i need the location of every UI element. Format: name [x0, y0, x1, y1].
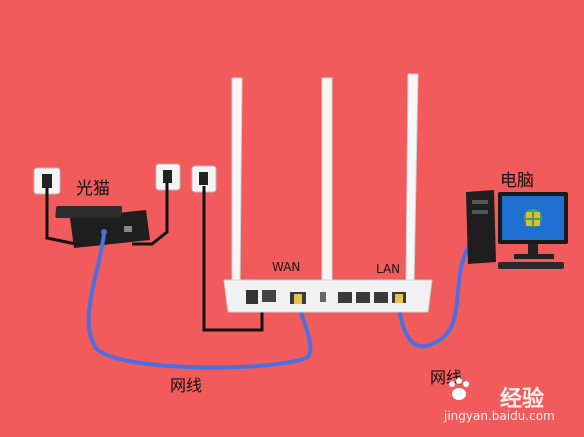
antenna-left	[231, 77, 243, 287]
wan-label: WAN	[272, 260, 301, 274]
modem-device	[55, 206, 150, 248]
lan-label: LAN	[376, 262, 401, 276]
router-power-cord	[202, 186, 264, 332]
cable-label-left: 网线	[170, 376, 203, 395]
modem-power-cord	[45, 188, 77, 246]
cable-modem-to-wan	[86, 232, 313, 370]
watermark-url: jingyan.baidu.com	[444, 409, 555, 423]
modem-phone-cord	[132, 183, 169, 246]
watermark: 经验 jingyan.baidu.com	[444, 375, 564, 429]
antenna-middle	[321, 77, 333, 283]
computer-device	[466, 190, 568, 269]
watermark-brand: 经验	[500, 387, 545, 412]
cable-lan-to-pc	[396, 242, 472, 349]
paw-logo-icon	[449, 378, 469, 400]
modem-label: 光猫	[76, 179, 110, 199]
router-device	[223, 279, 433, 313]
antenna-right	[405, 73, 419, 287]
wall-socket-left	[33, 167, 61, 195]
pc-label: 电脑	[500, 171, 534, 191]
wall-socket-right	[191, 165, 217, 193]
